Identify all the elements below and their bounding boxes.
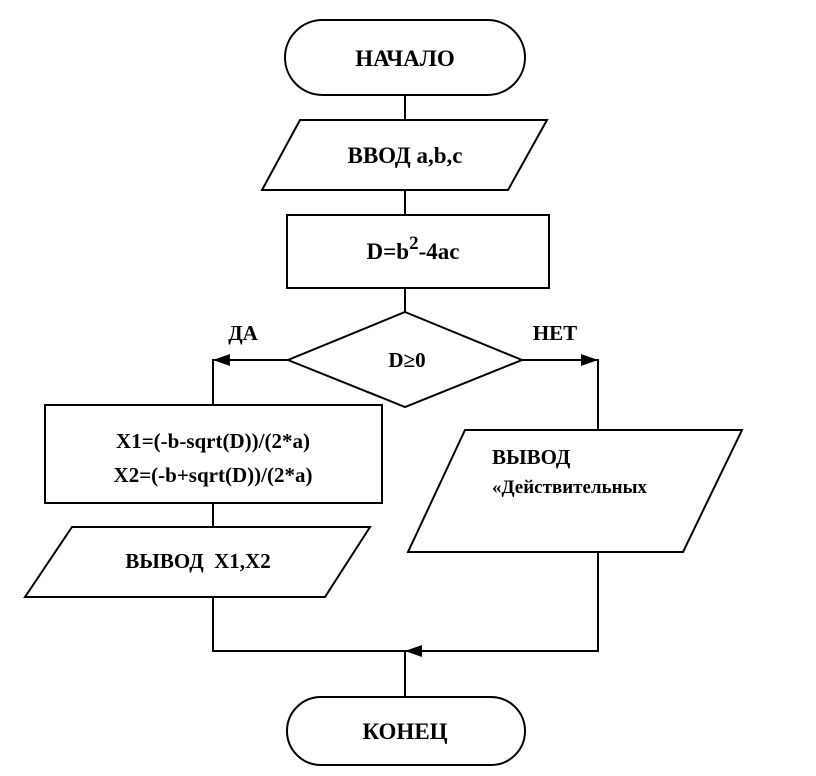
end-shape <box>286 696 526 766</box>
decision-block: D≥0 <box>285 310 525 409</box>
connector-output-roots-to-merge <box>212 597 405 652</box>
roots-block: X1=(-b-sqrt(D))/(2*a) X2=(-b+sqrt(D))/(2… <box>44 404 383 504</box>
output-roots-label: ВЫВОД X1,X2 <box>125 549 270 573</box>
start-label: НАЧАЛО <box>355 46 455 71</box>
decision-label: D≥0 <box>388 348 425 372</box>
roots-x2-label: X2=(-b+sqrt(D))/(2*a) <box>114 463 313 487</box>
arrowhead-no <box>581 354 598 366</box>
process-block: D=b2-4ac <box>286 214 550 289</box>
no-label: НЕТ <box>533 321 577 345</box>
process-rhs: -4ac <box>419 239 460 264</box>
roots-shape <box>44 404 383 504</box>
yes-label: ДА <box>228 321 258 345</box>
output-roots-shape <box>23 526 372 598</box>
decision-shape <box>285 310 525 409</box>
input-shape <box>260 119 549 191</box>
output-noroots-shape <box>406 429 744 553</box>
end-terminator: КОНЕЦ <box>286 696 526 766</box>
connector-output-noroots-to-merge <box>405 552 599 652</box>
output-noroots-line2: «Действительных <box>492 477 647 498</box>
input-block: ВВОД a,b,c <box>260 119 549 191</box>
output-noroots-block: ВЫВОД «Действительных <box>406 429 744 553</box>
roots-x1-label: X1=(-b-sqrt(D))/(2*a) <box>116 429 310 453</box>
arrowhead-yes <box>213 354 230 366</box>
connector-yes-branch <box>212 359 288 405</box>
process-lhs: D=b <box>367 239 410 264</box>
end-label: КОНЕЦ <box>362 719 447 744</box>
output-roots-block: ВЫВОД X1,X2 <box>23 526 372 598</box>
start-terminator: НАЧАЛО <box>284 19 526 96</box>
process-exponent: 2 <box>409 233 419 254</box>
input-label: ВВОД a,b,c <box>348 143 463 168</box>
connector-no-branch <box>522 359 599 430</box>
arrowhead-merge <box>405 645 422 657</box>
output-noroots-line1: ВЫВОД <box>492 445 571 469</box>
start-shape <box>284 19 526 96</box>
process-label: D=b2-4ac <box>367 233 460 264</box>
process-shape <box>286 214 550 289</box>
